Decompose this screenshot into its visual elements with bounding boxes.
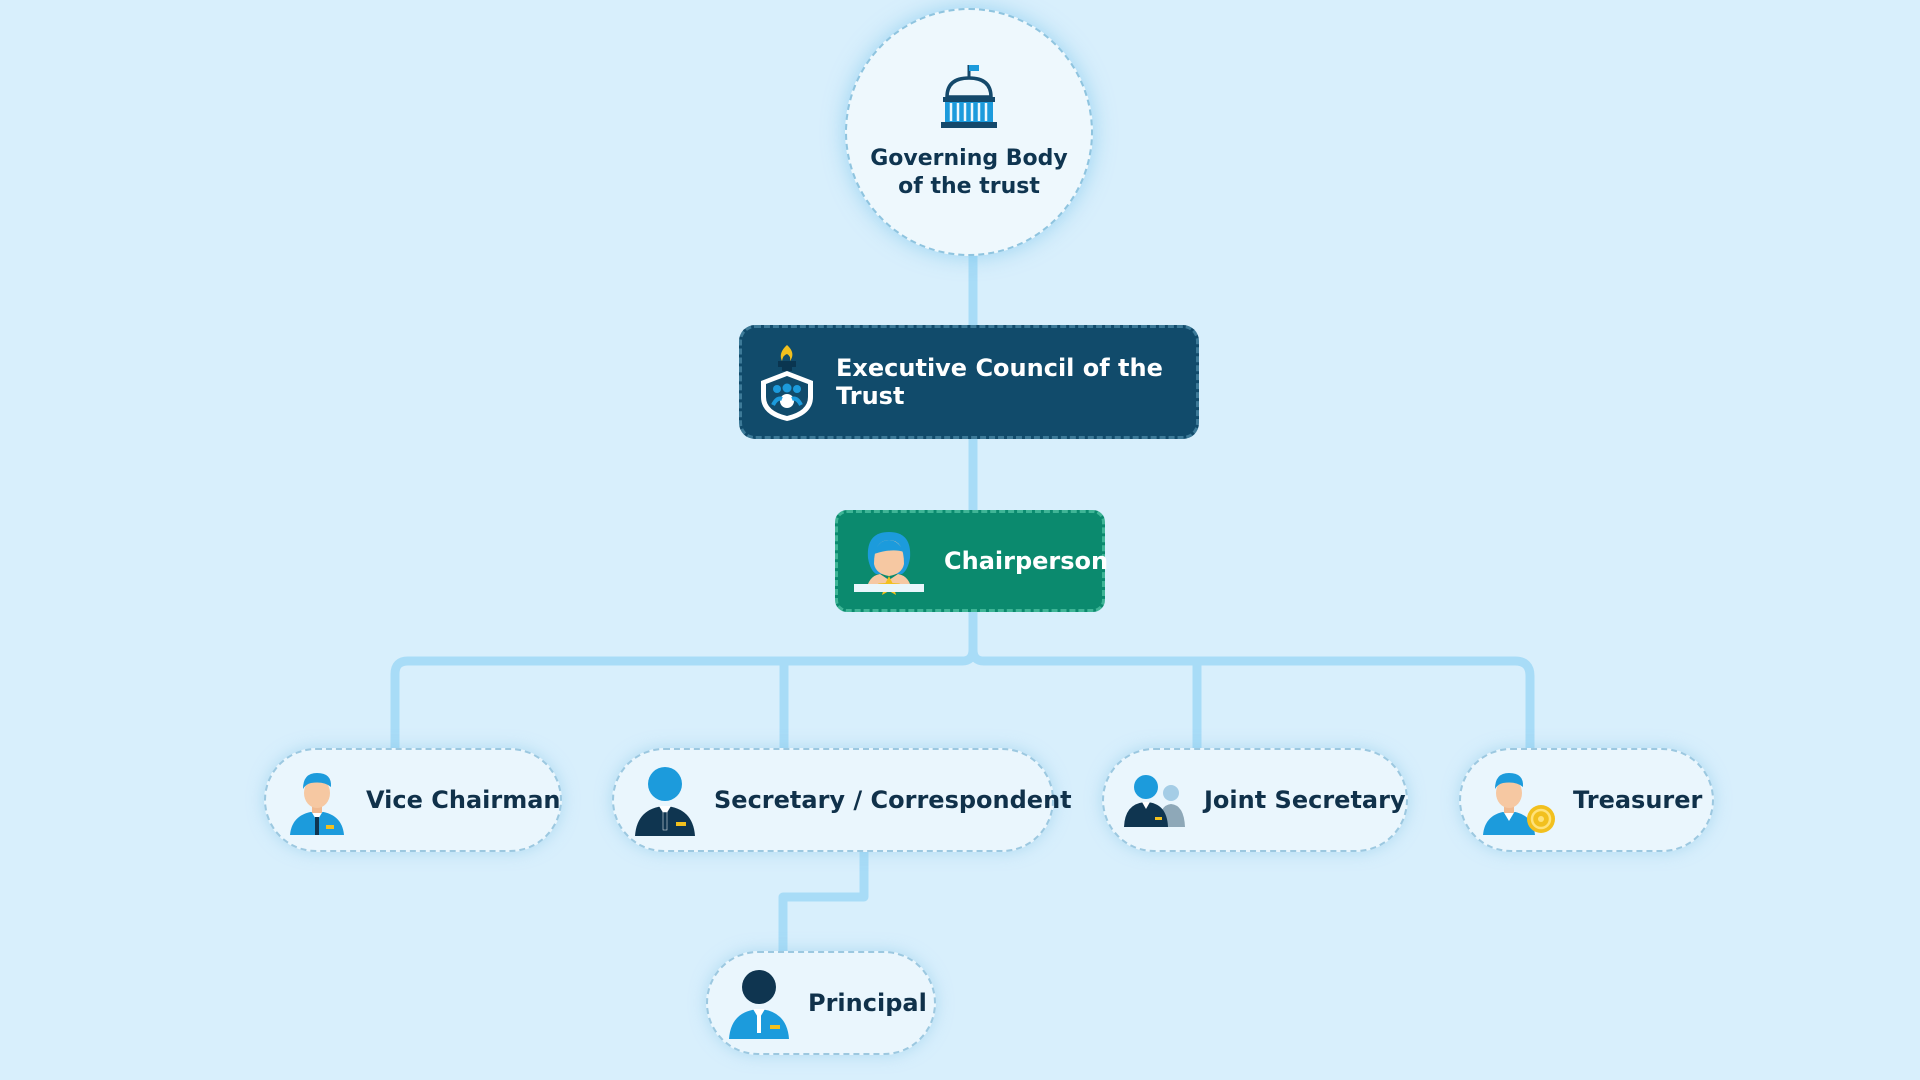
joint-secretary-group-icon [1124, 775, 1185, 827]
principal-person-icon [729, 970, 789, 1039]
vice-chairman-node[interactable]: Vice Chairman [264, 748, 562, 852]
secretary-correspondent-node[interactable]: Secretary / Correspondent [612, 748, 1072, 852]
governing-body-node[interactable]: Governing Body of the trust [845, 8, 1093, 256]
chairperson-award-icon [854, 532, 924, 595]
council-shield-icon [761, 345, 813, 421]
executive-council-node[interactable]: Executive Council of the Trust [739, 325, 1199, 439]
treasurer-label: Treasurer [1573, 786, 1703, 814]
governing-body-label: Governing Body of the trust [869, 145, 1069, 201]
principal-label: Principal [808, 989, 927, 1017]
secretary-person-icon [635, 767, 695, 836]
chairperson-label: Chairperson [944, 547, 1109, 575]
governing-body-label-line1: Governing Body [870, 146, 1068, 171]
principal-node[interactable]: Principal [706, 951, 936, 1055]
connector-chair-right [968, 645, 1535, 753]
vice-chairman-person-icon [290, 773, 344, 835]
joint-secretary-label: Joint Secretary [1204, 786, 1406, 814]
chairperson-node[interactable]: Chairperson [835, 510, 1109, 612]
joint-secretary-node[interactable]: Joint Secretary [1102, 748, 1408, 852]
secretary-correspondent-label: Secretary / Correspondent [714, 786, 1072, 814]
treasurer-node[interactable]: Treasurer [1459, 748, 1714, 852]
connector-chair-branches [390, 607, 978, 753]
governing-body-label-line2: of the trust [898, 174, 1040, 199]
treasurer-coin-icon [1483, 773, 1555, 835]
government-building-icon [941, 65, 997, 128]
executive-council-label: Executive Council of the Trust [836, 354, 1163, 410]
connector-secretary-principal [778, 846, 869, 956]
vice-chairman-label: Vice Chairman [366, 786, 561, 814]
